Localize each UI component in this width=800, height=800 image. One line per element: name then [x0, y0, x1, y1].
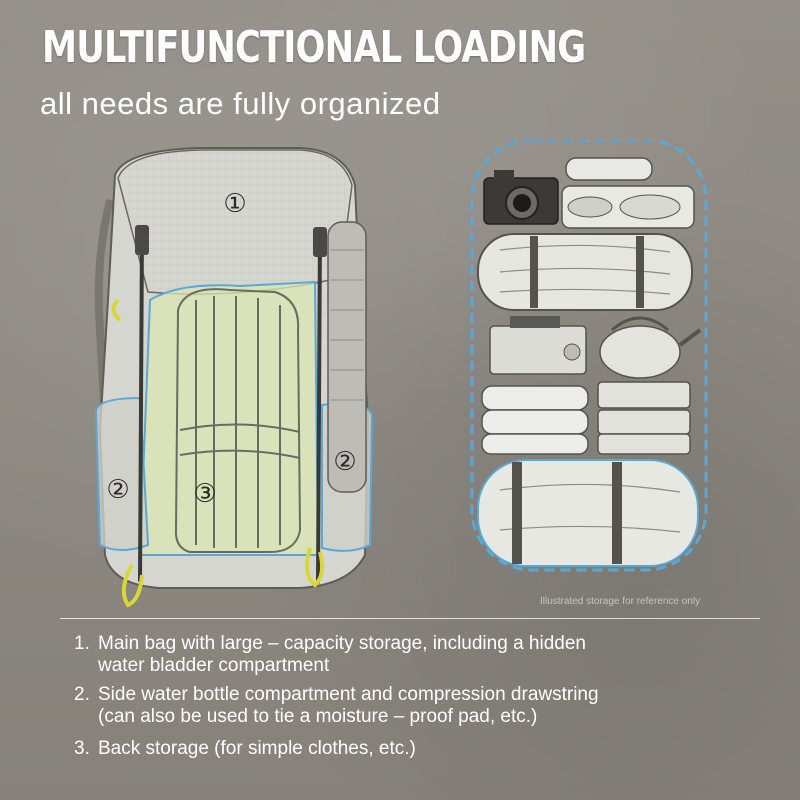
camera-icon	[483, 170, 559, 225]
feature-text: Back storage (for simple clothes, etc.)	[98, 738, 416, 759]
backpack-drawing: ① ② ③ ②	[94, 147, 374, 608]
feature-list: 1. Main bag with large – capacity storag…	[74, 633, 634, 767]
reference-caption: Illustrated storage for reference only	[540, 596, 701, 607]
feature-text: Side water bottle compartment and compre…	[98, 684, 599, 727]
page-subtitle: all needs are fully organized	[40, 86, 441, 121]
feature-number: 2.	[74, 684, 90, 705]
feature-item: 3. Back storage (for simple clothes, etc…	[74, 738, 634, 760]
label-main-compartment: ①	[223, 189, 246, 219]
feature-number: 1.	[74, 633, 90, 654]
label-side-pocket-left: ②	[106, 475, 129, 505]
feature-number: 3.	[74, 738, 90, 759]
illustration: ① ② ③ ②	[94, 140, 708, 608]
feature-text: Main bag with large – capacity storage, …	[98, 633, 586, 676]
page-title: MULTIFUNCTIONAL LOADING	[42, 22, 586, 73]
divider	[60, 618, 760, 619]
label-side-pocket-right: ②	[333, 447, 356, 477]
feature-item: 1. Main bag with large – capacity storag…	[74, 633, 634, 677]
feature-item: 2. Side water bottle compartment and com…	[74, 684, 634, 728]
packed-gear-drawing	[470, 140, 708, 572]
label-back-storage: ③	[193, 479, 216, 509]
